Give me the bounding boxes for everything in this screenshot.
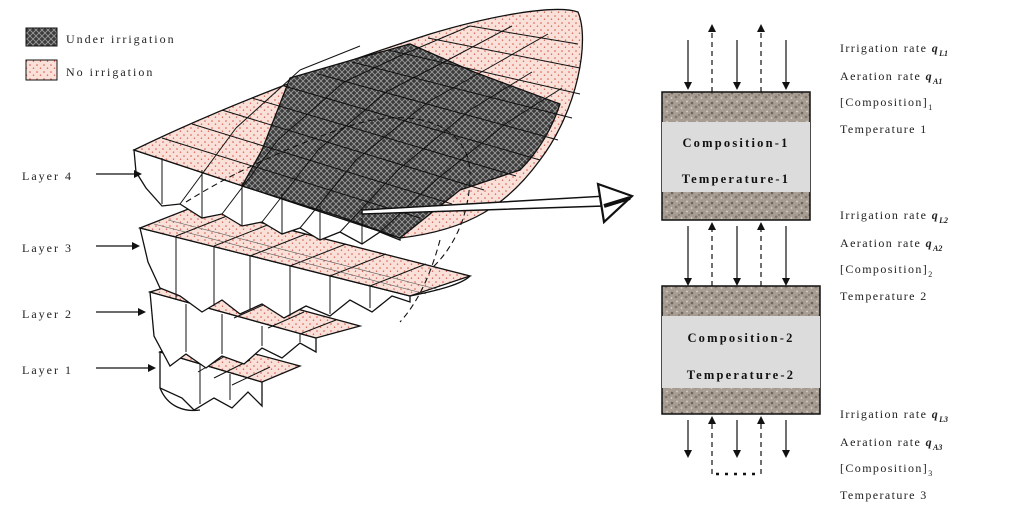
composition-1: [Composition]1	[840, 95, 932, 112]
layer-2-label: Layer 2	[22, 307, 73, 321]
layer-box-1-composition: Composition-1	[682, 136, 789, 150]
layer-4-hidden-edge	[185, 117, 471, 203]
temperature-2: Temperature 2	[840, 289, 928, 303]
layer-box-1-panel	[662, 122, 810, 192]
layer-4-label-group: Layer 4	[22, 169, 142, 183]
layer-3-hidden-edge	[429, 179, 471, 271]
layer-1-label-group: Layer 1	[22, 363, 156, 377]
irrigation-rate-2: Irrigation rate qL2	[840, 208, 948, 225]
aeration-rate-1: Aeration rate qA1	[840, 69, 942, 86]
layer-box-1-temperature: Temperature-1	[682, 172, 790, 186]
layer-box-2-composition: Composition-2	[687, 331, 794, 345]
annotation-group-1: Irrigation rate qL1 Aeration rate qA1 [C…	[840, 41, 948, 136]
layer-box-2-panel	[662, 316, 820, 388]
legend-swatch-irrigated	[25, 27, 58, 47]
aeration-rate-2: Aeration rate qA2	[840, 236, 942, 253]
layer-4-irrigated-region	[241, 43, 561, 239]
legend: Under irrigation No irrigation	[25, 27, 176, 81]
temperature-1: Temperature 1	[840, 122, 928, 136]
zoom-arrow	[361, 182, 635, 225]
layer-1-label: Layer 1	[22, 363, 73, 377]
layer-3-front-face	[139, 227, 411, 319]
flux-arrows	[684, 24, 790, 476]
layer-4-slab	[132, 8, 584, 323]
irrigation-rate-3: Irrigation rate qL3	[840, 407, 948, 424]
layer-2-label-group: Layer 2	[22, 307, 146, 321]
layer-2-front-face	[149, 291, 317, 369]
layer-box-2-temperature: Temperature-2	[687, 368, 795, 382]
composition-2: [Composition]2	[840, 262, 932, 279]
annotation-group-3: Irrigation rate qL3 Aeration rate qA3 [C…	[840, 407, 948, 502]
layer-1-front-face	[159, 351, 263, 411]
legend-label-irrigated: Under irrigation	[66, 32, 176, 46]
layer-4-front-face	[133, 149, 401, 245]
irrigation-rate-1: Irrigation rate qL1	[840, 41, 948, 58]
layer-2-hidden-edge	[399, 239, 441, 323]
layer-box-1: Composition-1 Temperature-1	[661, 91, 811, 221]
aeration-rate-3: Aeration rate qA3	[840, 435, 942, 452]
layer-4-label: Layer 4	[22, 169, 73, 183]
legend-swatch-non-irrigated	[25, 59, 58, 81]
composition-3: [Composition]3	[840, 461, 932, 478]
layer-3-slab	[137, 205, 473, 319]
legend-label-non-irrigated: No irrigation	[66, 65, 154, 79]
layer-3-label-group: Layer 3	[22, 241, 140, 255]
layer-box-2: Composition-2 Temperature-2	[661, 285, 821, 415]
annotation-group-2: Irrigation rate qL2 Aeration rate qA2 [C…	[840, 208, 948, 303]
layer-3-label: Layer 3	[22, 241, 73, 255]
temperature-3: Temperature 3	[840, 488, 928, 502]
